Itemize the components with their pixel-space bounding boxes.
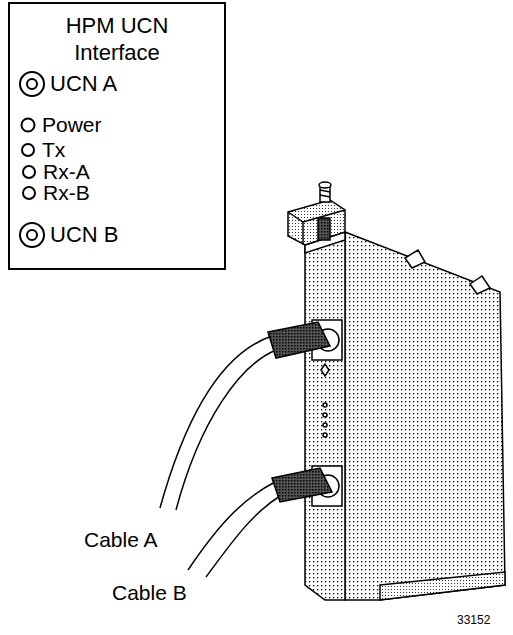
indicator-label: Rx-A: [43, 160, 90, 183]
cable-label: Cable A: [84, 528, 158, 551]
panel-heading: HPM UCN Interface: [52, 12, 182, 66]
cable-label: Cable B: [112, 581, 187, 604]
indicator-label: Tx: [42, 138, 65, 161]
connector-label: UCN B: [50, 223, 118, 247]
indicator-label: Power: [42, 113, 102, 136]
connector-label: UCN A: [50, 72, 117, 96]
circuit-card: [288, 182, 505, 600]
indicator-label: Rx-B: [43, 181, 90, 204]
cable-wires: [160, 336, 280, 577]
panel-symbols: [20, 72, 44, 247]
figure-number: 33152: [457, 614, 490, 627]
cable-plugs: [268, 322, 332, 502]
